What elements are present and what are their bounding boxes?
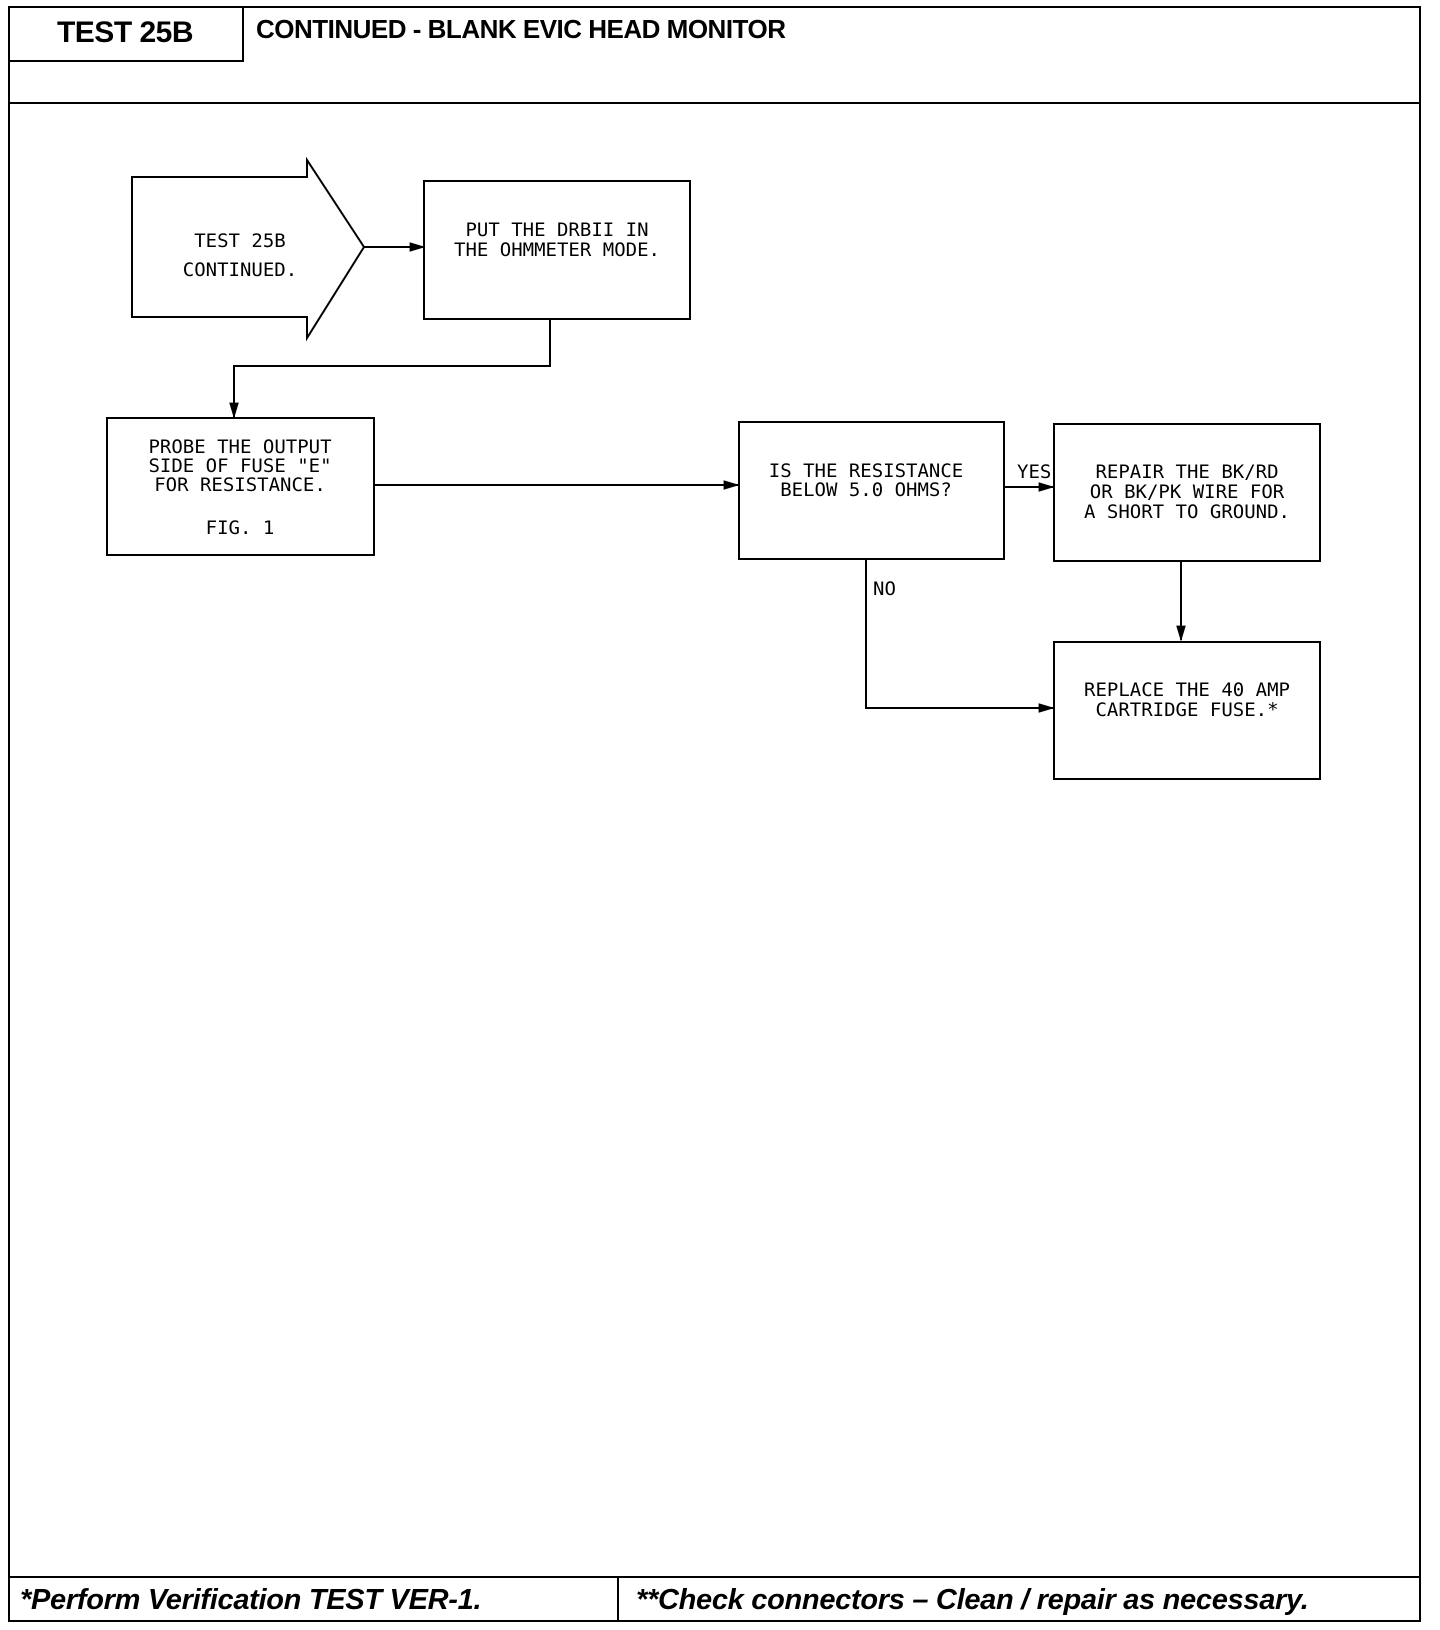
decision-resistance-line-2: BELOW 5.0 OHMS?: [780, 479, 952, 501]
start-node-line-1: TEST 25B: [194, 230, 286, 252]
decision-resistance-line-1: IS THE RESISTANCE: [769, 460, 963, 482]
step-probe-line-2: SIDE OF FUSE "E": [148, 455, 331, 477]
step-probe: PROBE THE OUTPUT SIDE OF FUSE "E" FOR RE…: [106, 417, 375, 556]
page-frame: [8, 6, 1421, 1622]
page-title: CONTINUED - BLANK EVIC HEAD MONITOR: [256, 14, 786, 44]
step-probe-line-3: FOR RESISTANCE.: [154, 474, 326, 496]
test-id-box: TEST 25B: [8, 6, 244, 62]
decision-resistance: IS THE RESISTANCE BELOW 5.0 OHMS?: [738, 421, 1005, 560]
connector-decision-no: [865, 559, 1055, 713]
label-yes: YES: [1017, 461, 1051, 483]
footer-verification-note: *Perform Verification TEST VER-1.: [20, 1584, 482, 1616]
footer-connectors-note: **Check connectors – Clean / repair as n…: [636, 1584, 1309, 1616]
connector-drbii-to-probe: [229, 319, 551, 419]
step-repair-line-1: REPAIR THE BK/RD: [1095, 461, 1278, 483]
footer-divider: [617, 1576, 619, 1622]
step-replace-line-2: CARTRIDGE FUSE.*: [1095, 699, 1278, 721]
step-put-drbii-line-2: THE OHMMETER MODE.: [454, 239, 660, 261]
step-repair-line-3: A SHORT TO GROUND.: [1084, 501, 1290, 523]
step-replace: REPLACE THE 40 AMP CARTRIDGE FUSE.*: [1053, 641, 1321, 780]
step-probe-line-1: PROBE THE OUTPUT: [148, 436, 331, 458]
step-probe-fig: FIG. 1: [206, 517, 275, 539]
step-put-drbii: PUT THE DRBII IN THE OHMMETER MODE.: [423, 180, 691, 320]
header-bar: [8, 6, 1421, 104]
start-node-line-2: CONTINUED.: [183, 259, 297, 281]
step-replace-line-1: REPLACE THE 40 AMP: [1084, 679, 1290, 701]
step-repair: REPAIR THE BK/RD OR BK/PK WIRE FOR A SHO…: [1053, 423, 1321, 562]
label-no: NO: [873, 578, 896, 600]
start-node: TEST 25B CONTINUED.: [131, 156, 366, 342]
footer-bar: [8, 1576, 1421, 1622]
step-put-drbii-line-1: PUT THE DRBII IN: [465, 219, 648, 241]
step-repair-line-2: OR BK/PK WIRE FOR: [1090, 481, 1285, 503]
